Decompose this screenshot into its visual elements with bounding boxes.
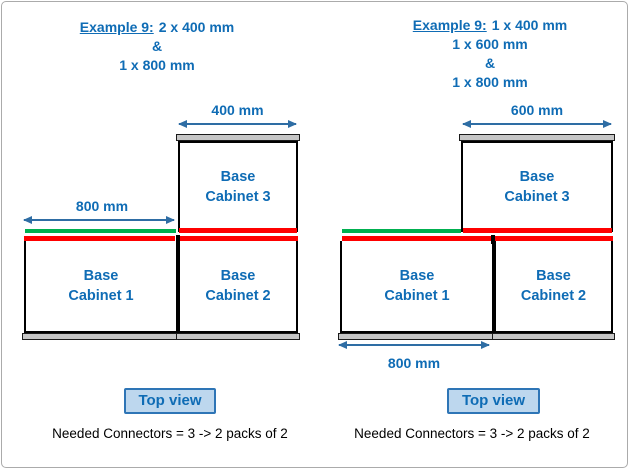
right-title-line-1: Example 9:1 x 400 mm bbox=[380, 16, 600, 35]
right-cab3-top-strip bbox=[459, 134, 615, 141]
right-cab1-label-line2: Cabinet 1 bbox=[384, 288, 450, 304]
right-cab3-label-line1: Base bbox=[519, 168, 555, 185]
left-red-bar-full-seg2 bbox=[180, 236, 298, 241]
left-title-line-3: 1 x 800 mm bbox=[119, 57, 195, 73]
right-dim-800-arrow bbox=[338, 341, 490, 349]
left-red-bar-full-seg1 bbox=[24, 236, 175, 241]
right-top-view-button[interactable]: Top view bbox=[447, 388, 540, 414]
left-cab2-bottom-strip bbox=[176, 333, 300, 340]
left-dim-800-arrow bbox=[23, 216, 175, 224]
left-cab2-label-line2: Cabinet 2 bbox=[205, 288, 271, 304]
left-base-cabinet-3: Base Cabinet 3 bbox=[178, 141, 298, 232]
right-dim-600-arrow bbox=[462, 120, 612, 128]
left-title-rest: 2 x 400 mm bbox=[158, 19, 235, 35]
right-dim-800-label: 800 mm bbox=[387, 355, 441, 371]
right-needed-connectors-note: Needed Connectors = 3 -> 2 packs of 2 bbox=[354, 426, 590, 441]
right-dim-600-label: 600 mm bbox=[510, 102, 564, 118]
right-base-cabinet-3: Base Cabinet 3 bbox=[461, 141, 613, 232]
left-top-view-button[interactable]: Top view bbox=[124, 388, 216, 414]
left-divider-stub bbox=[176, 235, 180, 244]
right-cab1-label-line1: Base bbox=[399, 268, 435, 284]
left-cab3-label-line2: Cabinet 3 bbox=[205, 188, 271, 205]
left-dim-800-label: 800 mm bbox=[75, 198, 129, 214]
right-cab1-bottom-strip bbox=[338, 333, 496, 340]
right-green-connector-bar bbox=[342, 229, 461, 233]
right-title-rest: 1 x 400 mm bbox=[491, 17, 568, 33]
left-cab1-label-line2: Cabinet 1 bbox=[68, 288, 134, 304]
left-example-title: Example 9:2 x 400 mm & 1 x 800 mm bbox=[47, 18, 267, 75]
left-title-line-1: Example 9:2 x 400 mm bbox=[47, 18, 267, 37]
left-green-connector-bar bbox=[25, 229, 176, 233]
right-divider-stub bbox=[491, 235, 495, 244]
right-title-prefix: Example 9: bbox=[412, 17, 487, 33]
right-red-bar-full-seg1 bbox=[342, 236, 491, 241]
left-cab2-label-line1: Base bbox=[220, 268, 256, 284]
right-cab3-label-line2: Cabinet 3 bbox=[504, 188, 570, 205]
right-example-title: Example 9:1 x 400 mm 1 x 600 mm & 1 x 80… bbox=[380, 16, 600, 92]
right-base-cabinet-1: Base Cabinet 1 bbox=[340, 241, 494, 333]
left-cab3-top-strip bbox=[176, 134, 300, 141]
right-cab2-label-line2: Cabinet 2 bbox=[520, 288, 587, 304]
left-cab3-label-line1: Base bbox=[220, 168, 256, 185]
left-title-prefix: Example 9: bbox=[79, 19, 154, 35]
right-cab2-bottom-strip bbox=[492, 333, 615, 340]
right-cab2-label-line1: Base bbox=[536, 268, 571, 284]
right-red-bar-full-seg2 bbox=[495, 236, 613, 241]
left-cab1-label-line1: Base bbox=[83, 268, 119, 284]
left-red-bar-under-cab3 bbox=[179, 228, 297, 233]
right-base-cabinet-2: Base Cabinet 2 bbox=[494, 241, 613, 333]
left-dim-400-arrow bbox=[178, 120, 297, 128]
right-title-line-2: 1 x 600 mm bbox=[452, 36, 528, 52]
right-title-line-3: & bbox=[484, 55, 496, 71]
left-cab1-bottom-strip bbox=[22, 333, 180, 340]
right-title-line-4: 1 x 800 mm bbox=[452, 74, 528, 90]
left-base-cabinet-2: Base Cabinet 2 bbox=[178, 241, 298, 333]
left-base-cabinet-1: Base Cabinet 1 bbox=[24, 241, 178, 333]
left-dim-400-label: 400 mm bbox=[211, 102, 264, 118]
left-needed-connectors-note: Needed Connectors = 3 -> 2 packs of 2 bbox=[52, 426, 288, 441]
left-title-line-2: & bbox=[151, 38, 163, 54]
right-red-bar-under-cab3 bbox=[463, 228, 612, 233]
